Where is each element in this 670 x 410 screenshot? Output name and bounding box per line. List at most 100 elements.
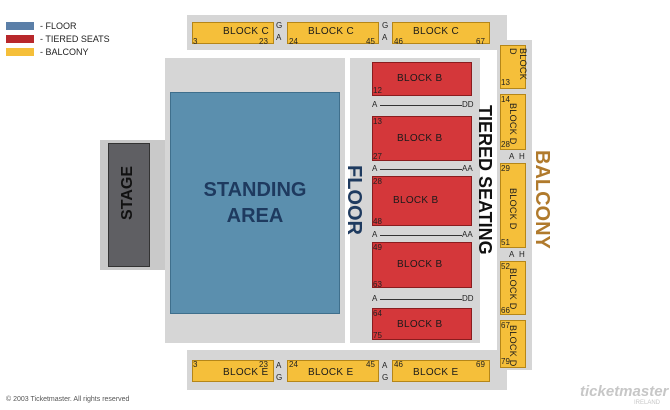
block-e-center[interactable]: BLOCK E	[287, 360, 379, 382]
tiered-row-49: 49	[373, 243, 382, 252]
tiered-row-28: 28	[373, 177, 382, 186]
top-seat-3: 3	[193, 37, 198, 46]
legend-floor: - FLOOR	[6, 20, 77, 32]
block-e-left[interactable]: BLOCK E	[192, 360, 274, 382]
stage-label: STAGE	[119, 166, 136, 220]
standing-area[interactable]: STANDING AREA	[170, 92, 340, 314]
tiered-row-75: 75	[373, 331, 382, 340]
top-seat-45: 45	[366, 37, 375, 46]
tiered-row-64: 64	[373, 309, 382, 318]
block-b-section-2[interactable]: BLOCK B	[372, 116, 472, 161]
block-c-left[interactable]: BLOCK C	[192, 22, 274, 44]
block-e-label-center: BLOCK E	[308, 367, 354, 378]
bottom-seat-69: 69	[476, 360, 485, 369]
top-seat-24: 24	[289, 37, 298, 46]
block-e-label-right: BLOCK E	[413, 367, 459, 378]
ticketmaster-logo-sub: IRELAND	[634, 400, 661, 406]
block-b-label-5: BLOCK B	[397, 319, 443, 330]
copyright-text: © 2003 Ticketmaster. All rights reserved	[6, 396, 130, 403]
block-e-right[interactable]: BLOCK E	[392, 360, 490, 382]
top-seat-67: 67	[476, 37, 485, 46]
block-b-section-4[interactable]: BLOCK B	[372, 242, 472, 288]
legend-floor-swatch	[6, 22, 34, 30]
bal-seat-29: 29	[501, 164, 510, 173]
bottom-seat-3: 3	[193, 360, 198, 369]
aisle-line-1	[380, 105, 462, 106]
block-c-label-left: BLOCK C	[223, 26, 270, 37]
legend-tiered-swatch	[6, 35, 34, 43]
block-b-section-5[interactable]: BLOCK B	[372, 308, 472, 340]
block-b-label-4: BLOCK B	[397, 259, 443, 270]
tiered-row-63: 63	[373, 280, 382, 289]
block-d-label-5: BLOCK D	[508, 325, 518, 367]
block-b-label-3: BLOCK B	[393, 195, 439, 206]
block-c-right[interactable]: BLOCK C	[392, 22, 490, 44]
block-d-label-4: BLOCK D	[508, 268, 518, 310]
tiered-row-48: 48	[373, 217, 382, 226]
tiered-row-13: 13	[373, 117, 382, 126]
legend-balcony-label: - BALCONY	[40, 47, 89, 57]
legend-tiered-label: - TIERED SEATS	[40, 34, 110, 44]
block-d-3[interactable]: BLOCK D	[500, 163, 526, 248]
top-seat-23: 23	[259, 37, 268, 46]
bal-row-a-1: A	[509, 152, 515, 161]
aisle-a-2: A	[372, 164, 378, 173]
legend-balcony-swatch	[6, 48, 34, 56]
top-row-g-2: G	[382, 21, 389, 30]
aisle-aa-2: AA	[462, 230, 473, 239]
block-c-label-center: BLOCK C	[308, 26, 355, 37]
top-row-a-1: A	[276, 33, 282, 42]
block-b-label-2: BLOCK B	[397, 133, 443, 144]
bal-seat-66: 66	[501, 306, 510, 315]
top-row-g-1: G	[276, 21, 283, 30]
bottom-seat-46: 46	[394, 360, 403, 369]
block-b-section-3[interactable]: BLOCK B	[372, 176, 472, 226]
block-c-label-right: BLOCK C	[413, 26, 460, 37]
top-row-a-2: A	[382, 33, 388, 42]
block-d-1[interactable]: BLOCK D	[500, 45, 528, 89]
bal-seat-52: 52	[501, 262, 510, 271]
aisle-a-4: A	[372, 294, 378, 303]
aisle-dd-1: DD	[462, 100, 474, 109]
bal-seat-28: 28	[501, 140, 510, 149]
bal-seat-51: 51	[501, 238, 510, 247]
block-c-center[interactable]: BLOCK C	[287, 22, 379, 44]
balcony-label: BALCONY	[531, 150, 553, 249]
legend-balcony: - BALCONY	[6, 46, 89, 58]
bal-seat-14: 14	[501, 95, 510, 104]
block-d-label-3: BLOCK D	[508, 188, 518, 230]
block-b-section-1[interactable]: BLOCK B	[372, 62, 472, 96]
standing-label-2: AREA	[226, 205, 284, 227]
bottom-row-a-1: A	[276, 361, 282, 370]
block-b-label-1: BLOCK B	[397, 73, 443, 84]
bal-row-h-1: H	[519, 152, 525, 161]
bottom-seat-24: 24	[289, 360, 298, 369]
bottom-seat-45: 45	[366, 360, 375, 369]
tiered-seating-label: TIERED SEATING	[475, 105, 495, 255]
tiered-row-12: 12	[373, 86, 382, 95]
bottom-row-g-2: G	[382, 373, 389, 382]
bottom-row-g-1: G	[276, 373, 283, 382]
floor-label: FLOOR	[343, 165, 365, 235]
block-d-2[interactable]: BLOCK D	[500, 94, 526, 150]
bal-seat-79: 79	[501, 357, 510, 366]
tiered-row-27: 27	[373, 152, 382, 161]
ticketmaster-logo: ticketmaster	[580, 383, 669, 400]
stage: STAGE	[108, 143, 150, 267]
bal-row-h-2: H	[519, 250, 525, 259]
block-d-4[interactable]: BLOCK D	[500, 261, 526, 315]
aisle-dd-2: DD	[462, 294, 474, 303]
legend-tiered: - TIERED SEATS	[6, 33, 110, 45]
bal-seat-13: 13	[501, 78, 510, 87]
bottom-seat-23: 23	[259, 360, 268, 369]
legend-floor-label: - FLOOR	[40, 21, 77, 31]
block-d-label-1: BLOCK D	[508, 48, 528, 81]
bottom-row-a-2: A	[382, 361, 388, 370]
aisle-line-2	[380, 169, 462, 170]
aisle-line-3	[380, 235, 462, 236]
block-d-label-2: BLOCK D	[508, 103, 518, 145]
block-e-label-left: BLOCK E	[223, 367, 269, 378]
aisle-a-3: A	[372, 230, 378, 239]
block-d-5[interactable]: BLOCK D	[500, 320, 526, 368]
standing-label-1: STANDING	[203, 179, 307, 201]
